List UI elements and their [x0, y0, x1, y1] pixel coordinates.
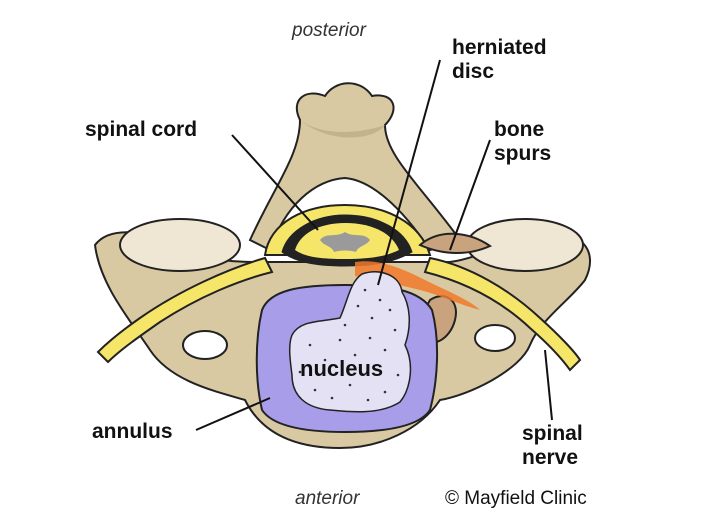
bone-spurs-leader: [449, 139, 491, 251]
herniated-disc-label: herniated disc: [452, 36, 547, 84]
spinal-cord-leader: [231, 134, 319, 231]
herniated-disc-label-line1: herniated: [452, 36, 547, 59]
right-spinal-nerve: [423, 256, 582, 372]
bone-spurs-label: bone spurs: [494, 118, 551, 166]
annulus-label: annulus: [92, 420, 173, 443]
left-foramen: [182, 330, 228, 360]
nucleus-stipple: [298, 288, 400, 402]
left-spinal-nerve: [96, 256, 274, 364]
vertebral-arch: [248, 82, 462, 252]
bone-spurs-label-line2: spurs: [494, 142, 552, 165]
spinal-nerve-label-line1: spinal: [522, 422, 583, 445]
spinal-cord-grey-matter: [320, 232, 370, 252]
spinal-nerve-label: spinal nerve: [522, 422, 583, 470]
herniated-disc-leader: [377, 59, 441, 286]
bone-spurs-label-line1: bone: [494, 118, 545, 141]
spinal-nerve-leader: [544, 349, 553, 421]
disc-nucleus: [288, 271, 412, 413]
copyright-credit: © Mayfield Clinic: [445, 488, 587, 509]
right-foramen: [474, 324, 516, 352]
anterior-label: anterior: [295, 488, 360, 509]
spinal-nerve-label-line2: nerve: [522, 446, 579, 469]
nucleus-label: nucleus: [300, 356, 384, 381]
herniated-disc-label-line2: disc: [452, 60, 495, 83]
posterior-label: posterior: [292, 20, 366, 41]
left-facet: [119, 218, 241, 272]
spinal-cord-label: spinal cord: [85, 118, 198, 141]
spinous-process: [300, 120, 385, 138]
annulus-leader: [195, 397, 271, 431]
